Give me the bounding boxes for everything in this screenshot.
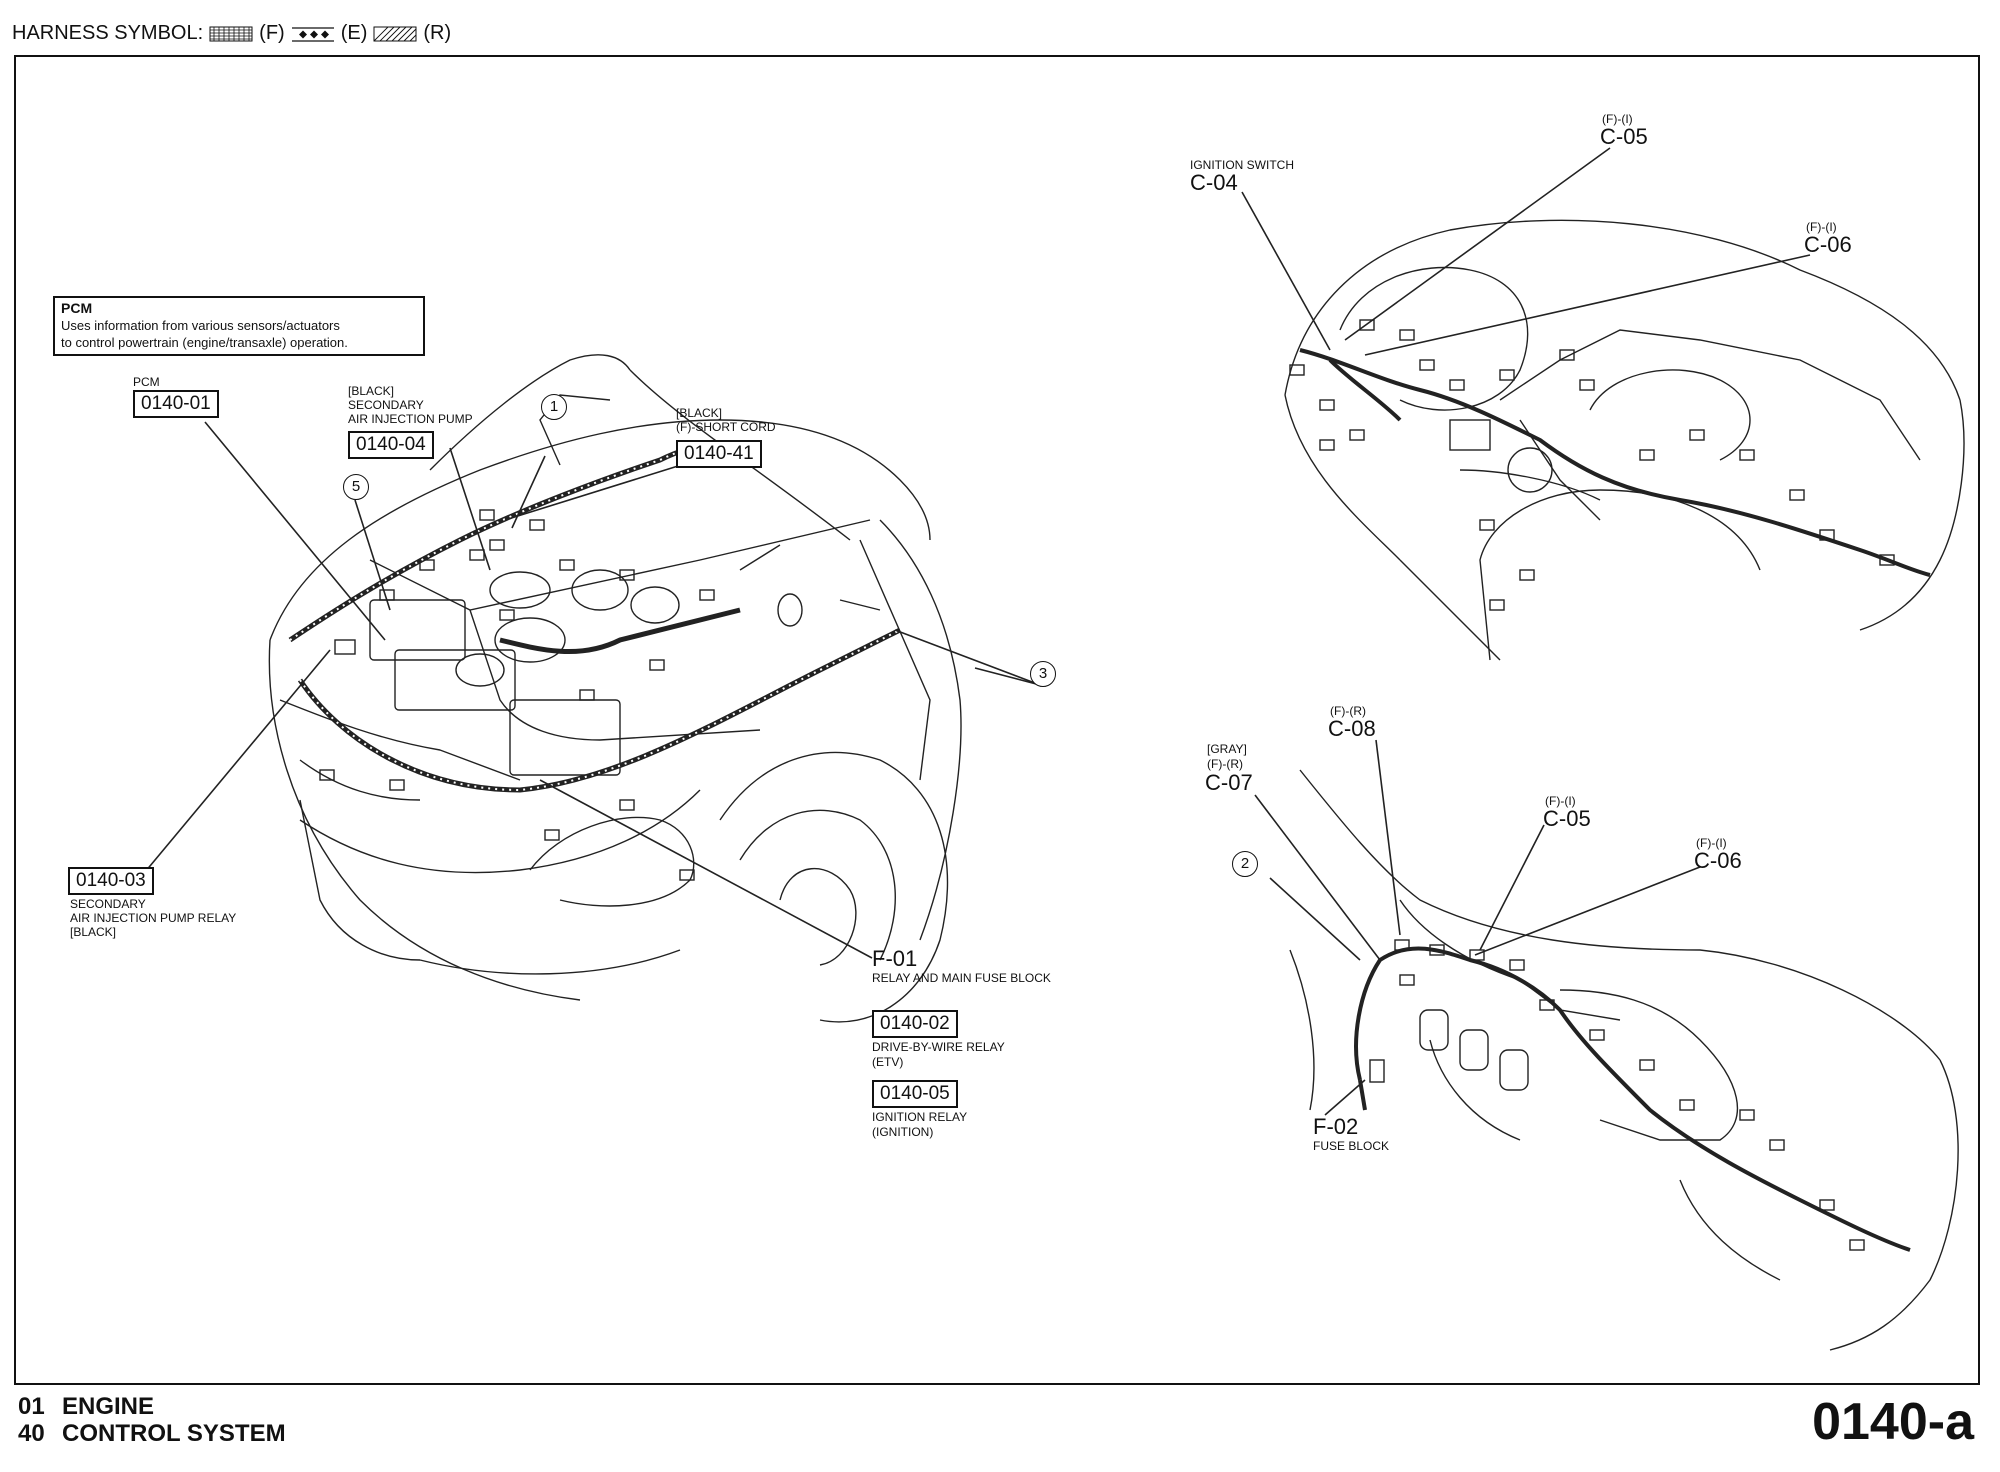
dbw-relay-line1: DRIVE-BY-WIRE RELAY <box>872 1040 1005 1054</box>
dbw-relay-code-box: 0140-02 <box>872 1010 958 1038</box>
pcm-info-box: PCM Uses information from various sensor… <box>53 296 425 356</box>
short-cord-line2: (F)-SHORT CORD <box>676 420 776 434</box>
dash-bottom-c08-id: C-08 <box>1328 716 1376 741</box>
dash-bottom-c08-tag: (F)-(R) <box>1330 704 1366 718</box>
engine-components <box>319 509 881 881</box>
dash-bottom-c07-line1: [GRAY] <box>1207 742 1247 756</box>
ignition-switch-id: C-04 <box>1190 170 1238 195</box>
footer-line2-num: 40 <box>18 1420 45 1447</box>
harness-f-label: (F) <box>259 22 285 44</box>
pump-relay-line3: [BLACK] <box>70 925 117 939</box>
pcm-info-title: PCM <box>61 300 93 316</box>
short-cord-line1: [BLACK] <box>676 406 723 420</box>
secondary-pump-line2: SECONDARY <box>348 398 424 412</box>
dash-bottom-c06-id: C-06 <box>1694 848 1742 873</box>
dash-bottom-c05-tag: (F)-(I) <box>1545 794 1576 808</box>
dash-bottom-c07-tag: (F)-(R) <box>1207 757 1243 771</box>
pump-relay-code-box: 0140-03 <box>68 867 154 895</box>
short-cord-code-box: 0140-41 <box>676 440 762 468</box>
dashboard-top-leaders <box>1241 147 1811 356</box>
callout-2: 2 <box>1232 851 1258 877</box>
pump-relay-line2: AIR INJECTION PUMP RELAY <box>70 911 237 925</box>
fuse-block-f02-label: FUSE BLOCK <box>1313 1139 1390 1153</box>
engine-harness-dots <box>289 444 901 792</box>
diagram-frame <box>14 55 1980 1385</box>
secondary-pump-code-box: 0140-04 <box>348 431 434 459</box>
engine-leader-lines <box>144 421 1041 959</box>
fuse-block-f01-label: RELAY AND MAIN FUSE BLOCK <box>872 971 1051 985</box>
ignition-switch-label: IGNITION SWITCH <box>1190 158 1294 172</box>
pcm-label: PCM <box>133 375 160 389</box>
dashboard-top-outline <box>1284 219 1965 661</box>
ign-relay-code-box: 0140-05 <box>872 1080 958 1108</box>
harness-r-symbol <box>373 26 417 41</box>
callout-1: 1 <box>541 394 567 420</box>
section-footer: 01 ENGINE 40 CONTROL SYSTEM <box>18 1393 286 1447</box>
dash-top-c05-tag: (F)-(I) <box>1602 112 1633 126</box>
footer-line2-text: CONTROL SYSTEM <box>62 1420 286 1447</box>
dash-top-c05-id: C-05 <box>1600 124 1648 149</box>
dashboard-bottom-leaders <box>1254 739 1701 1116</box>
dash-top-c06-tag: (F)-(I) <box>1806 220 1837 234</box>
harness-symbol-label: HARNESS SYMBOL: <box>12 22 204 44</box>
dashboard-bottom-connectors <box>1369 939 1865 1251</box>
dashboard-bottom-outline <box>1289 769 1959 1351</box>
ign-relay-line1: IGNITION RELAY <box>872 1110 968 1124</box>
pump-relay-line1: SECONDARY <box>70 897 146 911</box>
engine-harness-runs <box>288 442 902 793</box>
dash-bottom-c06-tag: (F)-(I) <box>1696 836 1727 850</box>
fuse-block-f02-id: F-02 <box>1313 1114 1359 1139</box>
harness-f-symbol <box>209 26 253 41</box>
pcm-info-desc-line1: Uses information from various sensors/ac… <box>61 318 340 333</box>
secondary-pump-line3: AIR INJECTION PUMP <box>348 412 473 426</box>
footer-line1-num: 01 <box>18 1393 45 1420</box>
callout-3: 3 <box>1030 661 1056 687</box>
dash-bottom-c07-id: C-07 <box>1205 770 1253 795</box>
harness-r-label: (R) <box>423 22 452 44</box>
dashboard-bottom-harness <box>1354 946 1911 1252</box>
harness-e-symbol <box>291 26 334 42</box>
dbw-relay-line2: (ETV) <box>872 1055 904 1069</box>
footer-line1-text: ENGINE <box>62 1393 155 1420</box>
callout-5: 5 <box>343 474 369 500</box>
pcm-code-box: 0140-01 <box>133 390 219 418</box>
dashboard-top-harness <box>1299 348 1931 577</box>
ign-relay-line2: (IGNITION) <box>872 1125 934 1139</box>
secondary-pump-line1: [BLACK] <box>348 384 395 398</box>
page-code: 0140-a <box>1812 1393 1974 1451</box>
dash-bottom-c05-id: C-05 <box>1543 806 1591 831</box>
dash-top-c06-id: C-06 <box>1804 232 1852 257</box>
pcm-info-desc-line2: to control powertrain (engine/transaxle)… <box>61 335 348 350</box>
fuse-block-f01-id: F-01 <box>872 946 918 971</box>
harness-symbol-legend: HARNESS SYMBOL: (F) (E) (R) <box>12 22 451 45</box>
harness-e-label: (E) <box>340 22 368 44</box>
dashboard-top-connectors <box>1289 319 1895 611</box>
